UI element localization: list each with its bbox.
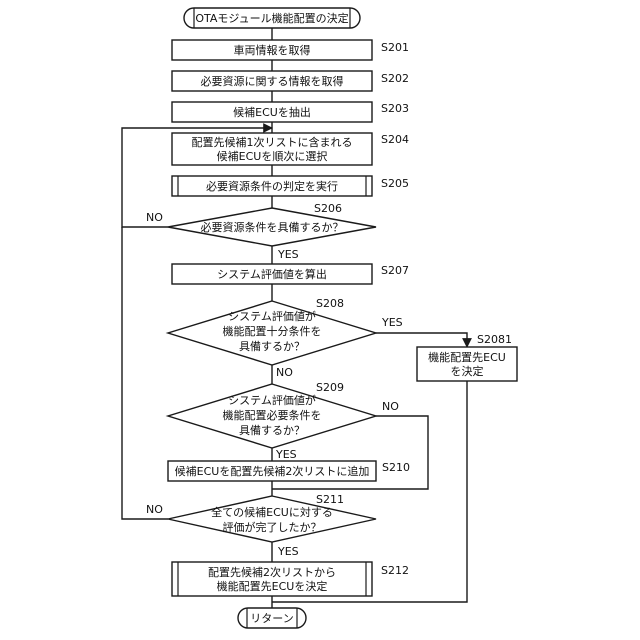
s211-id: S211 (316, 493, 344, 506)
s205-id: S205 (381, 177, 409, 190)
s2081-id: S2081 (477, 333, 512, 346)
s208-text-line3: 具備するか？ (239, 340, 305, 353)
s208-id: S208 (316, 297, 344, 310)
s209-no-label: NO (382, 400, 399, 413)
end-text: リターン (250, 612, 293, 625)
decision-s208: システム評価値が 機能配置十分条件を 具備するか？ S208 YES NO (168, 297, 403, 379)
s204-id: S204 (381, 133, 409, 146)
step-s204: 配置先候補1次リストに含まれる 候補ECUを順次に選択 S204 (172, 133, 409, 165)
step-s202: 必要資源に関する情報を取得 S202 (172, 71, 409, 91)
s208-text-line1: システム評価値が (228, 309, 316, 323)
decision-s209: システム評価値が 機能配置必要条件を 具備するか？ S209 NO YES (168, 381, 399, 461)
s211-text-line1: 全ての候補ECUに対する (211, 505, 333, 519)
s2081-text-line2: を決定 (451, 364, 484, 378)
s204-text-line2: 候補ECUを順次に選択 (217, 149, 328, 163)
s209-text-line1: システム評価値が (228, 393, 316, 407)
s209-text-line3: 具備するか？ (239, 424, 305, 437)
s205-text: 必要資源条件の判定を実行 (206, 179, 338, 193)
s210-text: 候補ECUを配置先候補2次リストに追加 (175, 464, 370, 478)
start-terminator: OTAモジュール機能配置の決定 (184, 8, 360, 28)
s201-text: 車両情報を取得 (234, 43, 311, 57)
s206-no-label: NO (146, 211, 163, 224)
s209-yes-label: YES (275, 448, 297, 461)
s208-no-label: NO (276, 366, 293, 379)
step-s210: 候補ECUを配置先候補2次リストに追加 S210 (168, 461, 410, 481)
connector-s211-no-loop (122, 227, 168, 519)
s209-id: S209 (316, 381, 344, 394)
s212-text-line1: 配置先候補2次リストから (208, 565, 336, 579)
end-terminator: リターン (238, 608, 306, 628)
s203-text: 候補ECUを抽出 (233, 105, 311, 119)
s2081-text-line1: 機能配置先ECU (428, 350, 506, 364)
s211-yes-label: YES (277, 545, 299, 558)
decision-s211: 全ての候補ECUに対する 評価が完了したか？ S211 NO YES (146, 493, 376, 558)
decision-s206: 必要資源条件を具備するか？ S206 NO YES (146, 202, 376, 261)
s202-id: S202 (381, 72, 409, 85)
s208-text-line2: 機能配置十分条件を (223, 324, 322, 338)
step-s207: システム評価値を算出 S207 (172, 264, 409, 284)
s202-text: 必要資源に関する情報を取得 (201, 74, 344, 88)
s207-text: システム評価値を算出 (217, 267, 327, 281)
s206-text: 必要資源条件を具備するか？ (201, 220, 344, 234)
s211-no-label: NO (146, 503, 163, 516)
step-s203: 候補ECUを抽出 S203 (172, 102, 409, 122)
s201-id: S201 (381, 41, 409, 54)
s212-id: S212 (381, 564, 409, 577)
s207-id: S207 (381, 264, 409, 277)
s212-text-line2: 機能配置先ECUを決定 (217, 579, 328, 593)
s203-id: S203 (381, 102, 409, 115)
start-text: OTAモジュール機能配置の決定 (195, 11, 348, 25)
step-s201: 車両情報を取得 S201 (172, 40, 409, 60)
step-s205: 必要資源条件の判定を実行 S205 (172, 176, 409, 196)
s206-yes-label: YES (277, 248, 299, 261)
s208-yes-label: YES (381, 316, 403, 329)
s210-id: S210 (382, 461, 410, 474)
step-s212: 配置先候補2次リストから 機能配置先ECUを決定 S212 (172, 562, 409, 596)
s209-text-line2: 機能配置必要条件を (223, 408, 322, 422)
s204-text-line1: 配置先候補1次リストに含まれる (192, 135, 353, 149)
connector-s208-yes (376, 333, 467, 347)
s211-text-line2: 評価が完了したか？ (223, 520, 322, 534)
s206-id: S206 (314, 202, 342, 215)
